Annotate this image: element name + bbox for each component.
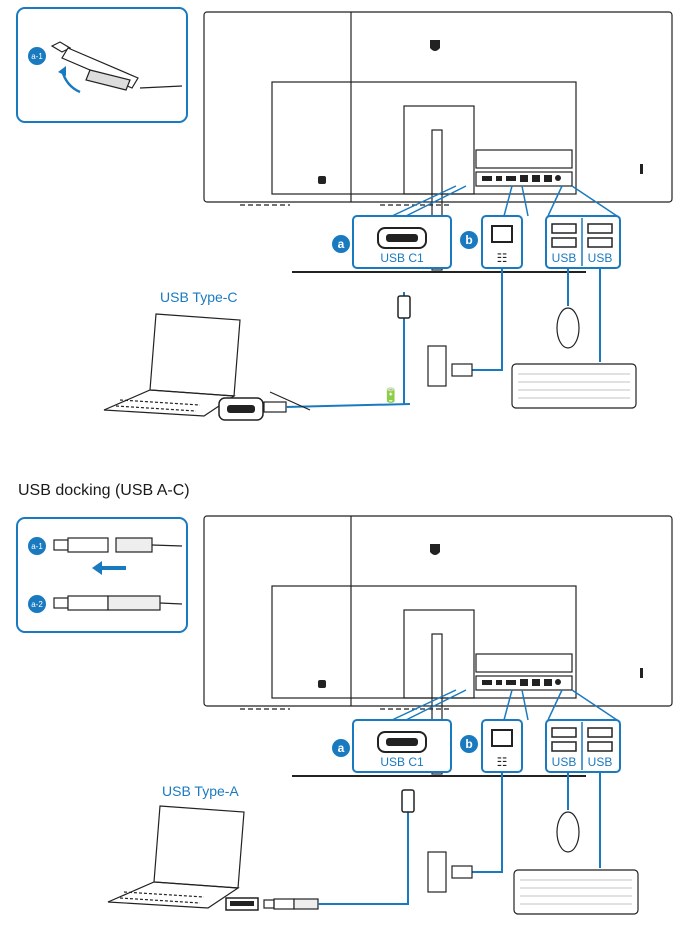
kensington-slot-icon (640, 164, 643, 174)
usbc-port-inner (386, 234, 418, 242)
badge-b-label: b (465, 233, 472, 247)
callout-pointers (391, 689, 621, 723)
network-icon: ☷ (497, 755, 508, 769)
callout-pointers (391, 185, 621, 219)
usbc-port-label: USB C1 (380, 755, 424, 769)
badge-b-label: b (465, 737, 472, 751)
ethernet-cable-path (470, 772, 503, 873)
laptop-icon (103, 313, 241, 417)
keyboard-icon (511, 363, 637, 409)
keyboard-keys (518, 373, 630, 399)
section-title-usb-docking: USB docking (USB A-C) (18, 482, 190, 499)
usb-a-adapter-separated-icon (53, 537, 183, 553)
inset-badge-a2 (28, 595, 46, 613)
usb-c-to-a-adapter-icon (50, 41, 183, 91)
keyboard-icon (513, 869, 639, 915)
inset-badge-a1 (28, 537, 46, 555)
wall-jack-icon (427, 851, 447, 893)
port-row (482, 175, 561, 182)
badge-a-label: a (338, 741, 345, 755)
usbc-port-inner (386, 738, 418, 746)
kensington-slot-icon (640, 668, 643, 678)
panel-usb-type-a: USB C1 ☷ USB USB a b a-1 a-2 USB Type-A (0, 506, 691, 926)
philips-logo-icon (430, 40, 440, 51)
usbc-cable-path (318, 792, 409, 905)
badge-a (332, 739, 350, 757)
network-icon: ☷ (497, 251, 508, 265)
usb-a-port-icons (551, 727, 613, 752)
laptop-icon (107, 805, 245, 909)
usbc-port-icon (377, 227, 427, 249)
badge-a-label: a (338, 237, 345, 251)
port-row (482, 679, 561, 686)
usb-cable-icon (263, 391, 411, 413)
badge-b (460, 735, 478, 753)
inset-badge-a1 (28, 47, 46, 65)
wall-jack-icon (427, 345, 447, 387)
rotate-arrowhead (58, 66, 66, 76)
usb-a-port-icons (551, 223, 613, 248)
usbc-port-label: USB C1 (380, 251, 424, 265)
usb-a-adapter-joined-icon (53, 595, 183, 611)
ethernet-plug-icon (451, 363, 473, 377)
mouse-icon (556, 811, 580, 853)
badge-a (332, 235, 350, 253)
usb-right-label: USB (588, 251, 613, 265)
inset-badge-a2-label: a-2 (31, 600, 43, 609)
usb-ports-callout (545, 719, 621, 773)
usb-right-label: USB (588, 755, 613, 769)
battery-charging-icon: 🔋 (382, 387, 399, 404)
usbc-connector-icon (401, 789, 415, 813)
inset-badge-a1-label: a-1 (31, 52, 43, 61)
laptop-label: USB Type-C (160, 289, 238, 305)
ethernet-port-icon (491, 225, 513, 243)
usbc-connector-icon (397, 295, 411, 319)
usb-left-label: USB (552, 251, 577, 265)
mouse-icon (556, 307, 580, 349)
usb-a-port-inner (230, 901, 254, 906)
monitor-back (203, 515, 673, 775)
power-port-icon (318, 680, 326, 688)
usbc-port-icon (377, 731, 427, 753)
ethernet-port-icon (491, 729, 513, 747)
panel-usb-type-c: USB C1 ☷ USB USB a b a-1 USB Type-C (0, 0, 691, 440)
diagram-usb-type-c: USB C1 ☷ USB USB a b a-1 USB Type-C (16, 7, 673, 421)
usbc-plug-inner (227, 405, 255, 413)
usb-ports-callout (545, 215, 621, 269)
ethernet-plug-icon (451, 865, 473, 879)
inset-badge-a1-label: a-1 (31, 542, 43, 551)
power-port-icon (318, 176, 326, 184)
diagram-usb-type-a: USB C1 ☷ USB USB a b a-1 a-2 USB Type-A (16, 515, 673, 915)
usb-a-cable-icon (263, 898, 319, 910)
ethernet-cable-path (470, 268, 503, 371)
keyboard-keys (520, 879, 632, 905)
usb-left-label: USB (552, 755, 577, 769)
philips-logo-icon (430, 544, 440, 555)
laptop-label: USB Type-A (162, 783, 239, 799)
slide-arrowhead (92, 561, 102, 575)
badge-b (460, 231, 478, 249)
